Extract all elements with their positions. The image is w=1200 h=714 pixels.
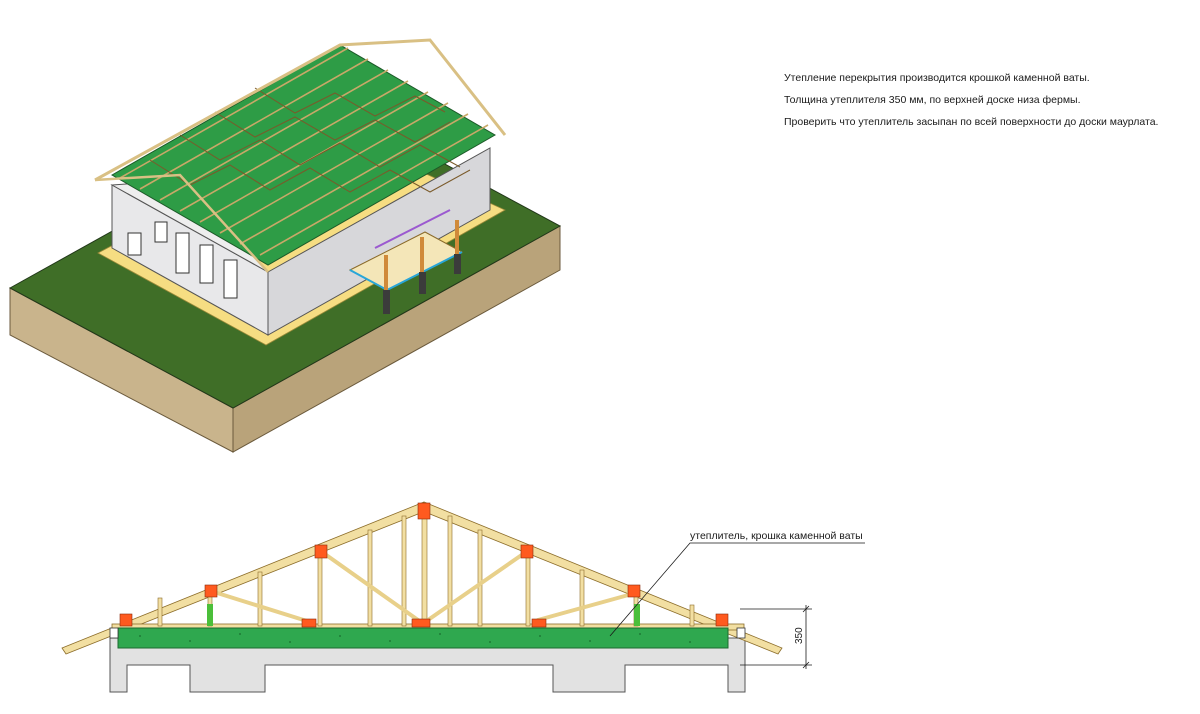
note-line: Проверить что утеплитель засыпан по всей… [784, 116, 1159, 128]
window [175, 232, 190, 274]
roof-truss-webs [149, 87, 471, 193]
gable-truss-edge [94, 173, 269, 273]
truss-verticals [157, 507, 695, 627]
note-line: Утепление перекрытия производится крошко… [784, 72, 1090, 84]
note-line: Толщина утеплителя 350 мм, по верхней до… [784, 94, 1081, 106]
isometric-house [8, 38, 562, 453]
window [223, 259, 238, 299]
window [127, 232, 142, 256]
window [199, 244, 214, 284]
green-post [207, 604, 213, 626]
truss-section: утеплитель, крошка каменной ваты 350 [61, 501, 865, 693]
label-leader [609, 542, 865, 637]
window [154, 221, 168, 243]
insulation-label: утеплитель, крошка каменной ваты [690, 530, 863, 542]
porch [348, 209, 464, 314]
truss-diagonals [212, 550, 634, 624]
notes-block: Утепление перекрытия производится крошко… [784, 67, 1184, 133]
dimension-value: 350 [794, 627, 805, 644]
wall-side [267, 147, 491, 336]
gusset-plates [119, 502, 729, 628]
insulation-speckle [139, 633, 691, 643]
foundation [109, 637, 746, 693]
green-post [634, 604, 640, 626]
roof-rafters [119, 47, 489, 256]
mauerlat [736, 627, 746, 639]
mauerlat [109, 627, 119, 639]
insulation-layer [117, 627, 729, 649]
dimension-350 [740, 605, 812, 669]
ridge-truss [94, 38, 507, 182]
